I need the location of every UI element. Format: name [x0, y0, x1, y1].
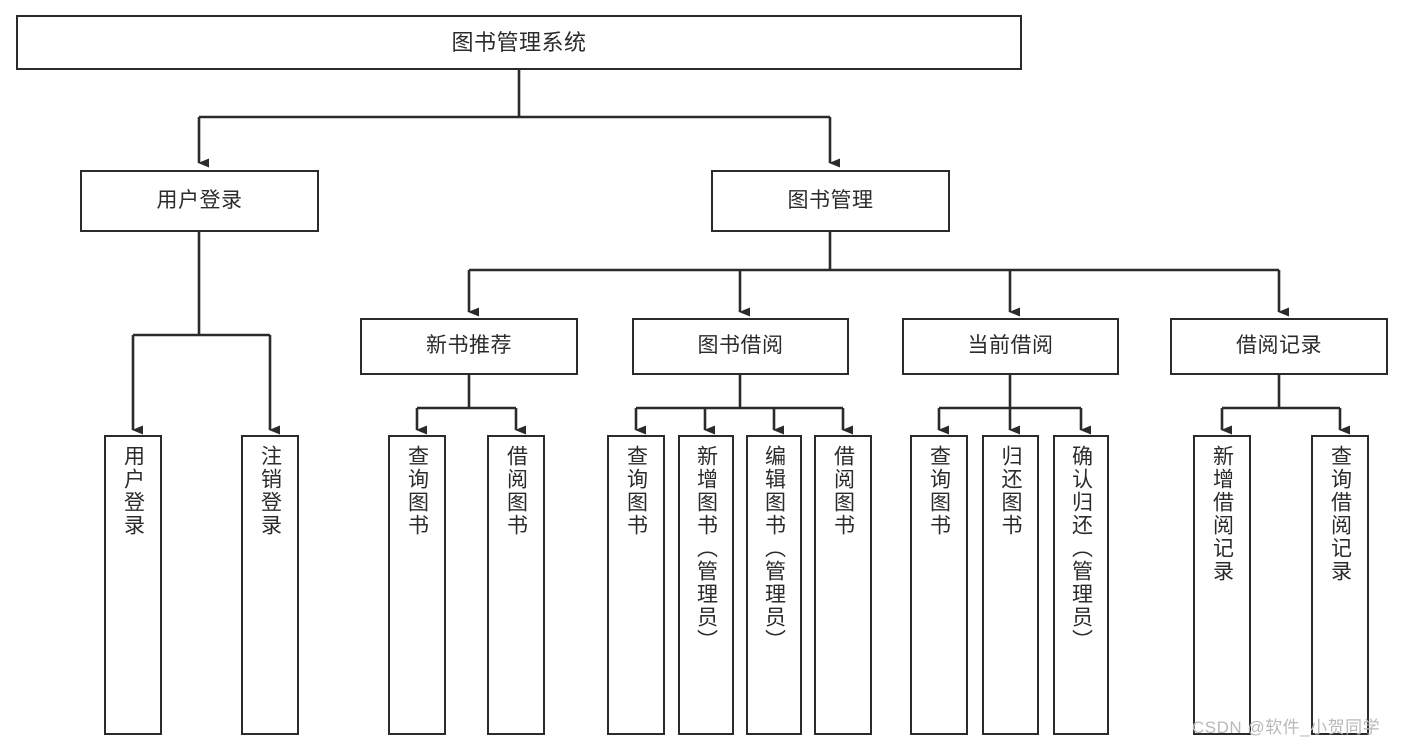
node-leaf-confirm-return-label: 确认归还（管理员）	[1069, 445, 1093, 652]
node-leaf-add-book-label: 新增图书（管理员）	[694, 445, 718, 652]
node-borrow-record-label: 借阅记录	[1236, 334, 1322, 358]
node-leaf-user-login-label: 用户登录	[121, 445, 145, 537]
node-leaf-borrow-book-1[interactable]: 借阅图书	[487, 435, 545, 735]
node-leaf-borrow-book-1-label: 借阅图书	[504, 445, 528, 537]
node-leaf-user-login[interactable]: 用户登录	[104, 435, 162, 735]
node-leaf-add-book[interactable]: 新增图书（管理员）	[678, 435, 734, 735]
node-leaf-query-record[interactable]: 查询借阅记录	[1311, 435, 1369, 735]
node-book-manage[interactable]: 图书管理	[711, 170, 950, 232]
node-root[interactable]: 图书管理系统	[16, 15, 1022, 70]
node-book-manage-label: 图书管理	[787, 188, 874, 212]
node-leaf-return-book[interactable]: 归还图书	[982, 435, 1039, 735]
node-leaf-edit-book-label: 编辑图书（管理员）	[762, 445, 786, 652]
node-borrow-record[interactable]: 借阅记录	[1170, 318, 1388, 375]
node-leaf-borrow-book-2[interactable]: 借阅图书	[814, 435, 872, 735]
csdn-watermark: CSDN @软件_小贺同学	[1192, 718, 1381, 737]
node-leaf-return-book-label: 归还图书	[999, 445, 1022, 537]
node-leaf-add-record-label: 新增借阅记录	[1210, 445, 1234, 583]
node-leaf-query-book-1[interactable]: 查询图书	[388, 435, 446, 735]
node-leaf-query-record-label: 查询借阅记录	[1328, 445, 1352, 583]
node-leaf-logout-label: 注销登录	[258, 445, 282, 537]
node-leaf-confirm-return[interactable]: 确认归还（管理员）	[1053, 435, 1109, 735]
node-root-label: 图书管理系统	[451, 29, 587, 55]
node-user-login[interactable]: 用户登录	[80, 170, 319, 232]
node-leaf-query-book-3[interactable]: 查询图书	[910, 435, 968, 735]
node-leaf-logout[interactable]: 注销登录	[241, 435, 299, 735]
node-user-login-label: 用户登录	[156, 188, 243, 212]
node-leaf-query-book-2-label: 查询图书	[624, 445, 648, 537]
node-leaf-query-book-3-label: 查询图书	[927, 445, 951, 537]
node-new-book-recommend-label: 新书推荐	[426, 334, 512, 358]
node-leaf-borrow-book-2-label: 借阅图书	[831, 445, 855, 537]
node-current-borrow-label: 当前借阅	[967, 334, 1054, 358]
node-leaf-query-book-2[interactable]: 查询图书	[607, 435, 665, 735]
node-new-book-recommend[interactable]: 新书推荐	[360, 318, 578, 375]
node-leaf-query-book-1-label: 查询图书	[405, 445, 429, 537]
node-leaf-add-record[interactable]: 新增借阅记录	[1193, 435, 1251, 735]
node-book-borrow-label: 图书借阅	[697, 334, 784, 358]
node-book-borrow[interactable]: 图书借阅	[632, 318, 849, 375]
node-leaf-edit-book[interactable]: 编辑图书（管理员）	[746, 435, 802, 735]
node-current-borrow[interactable]: 当前借阅	[902, 318, 1119, 375]
